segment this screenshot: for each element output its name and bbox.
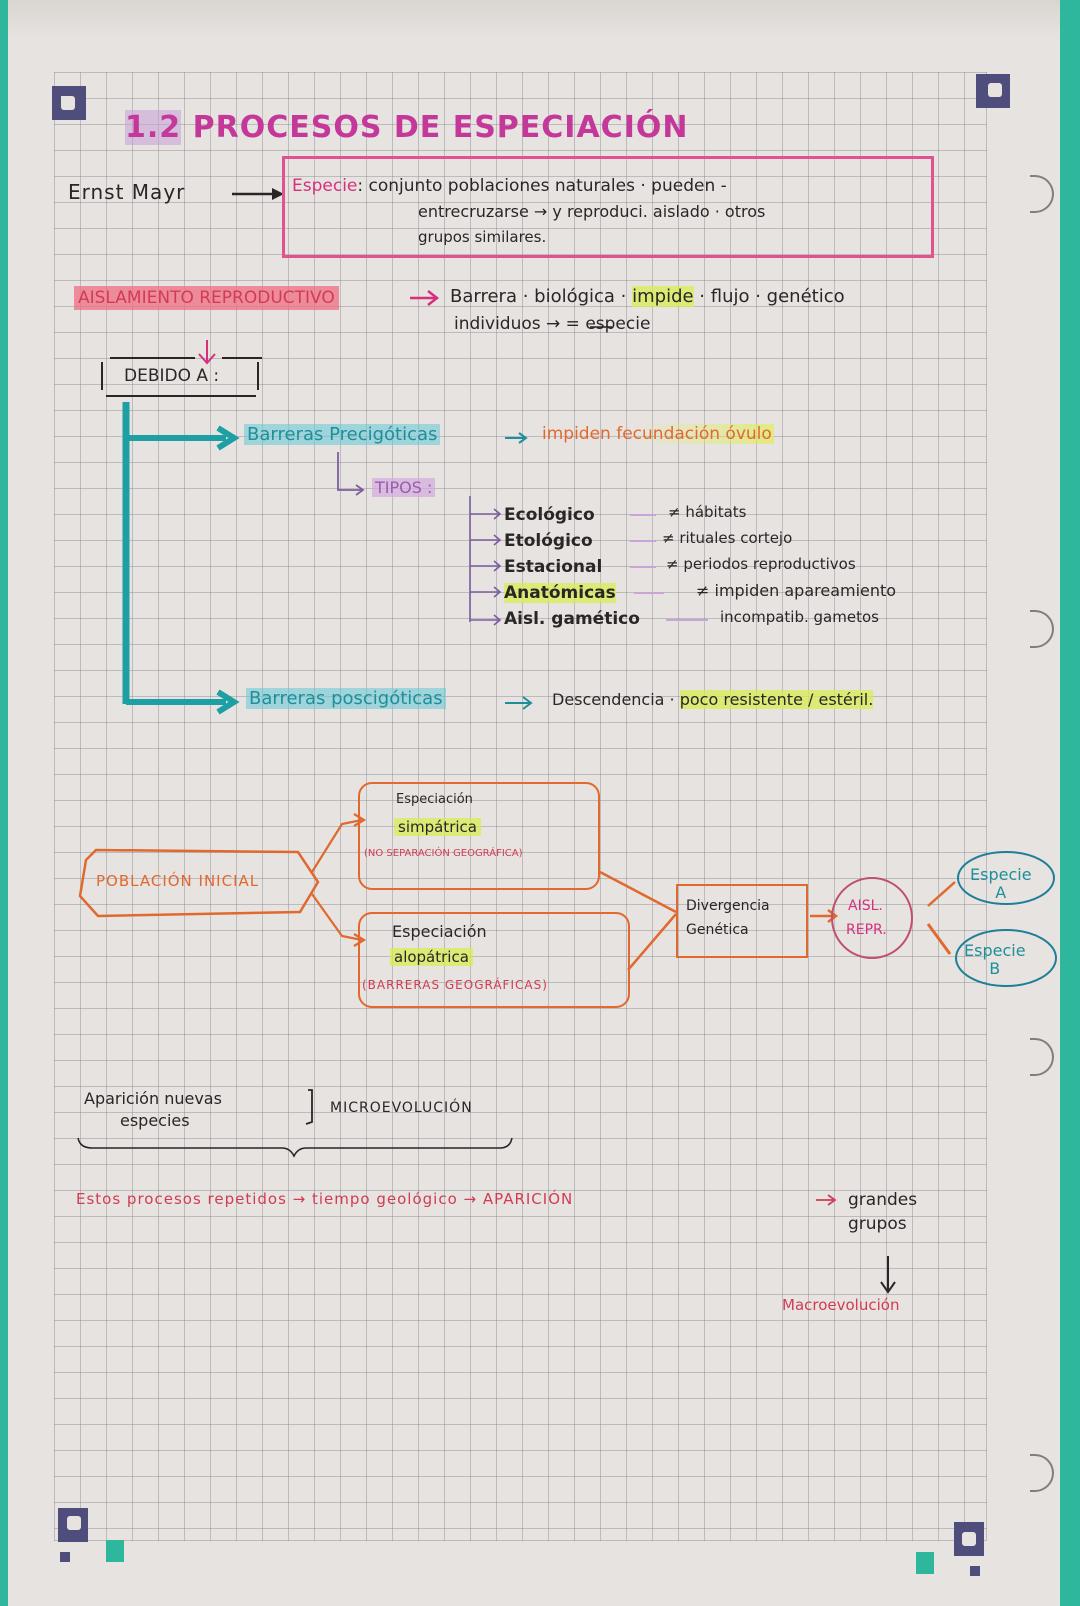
microevolution-label: MICROEVOLUCIÓN [330,1100,473,1116]
new-species-line-2: especies [120,1111,190,1130]
isolation-desc-b: impide [632,286,694,307]
large-groups: grandes grupos [848,1188,917,1236]
page-title: 1.2 PROCESOS DE ESPECIACIÓN [125,110,688,145]
postzygotic-barriers-desc: Descendencia · poco resistente / estéril… [552,690,874,709]
repro-isolation-line-2: REPR. [846,922,887,938]
tipo-anatomicas: Anatómicas [504,580,640,606]
postzygotic-desc-a: Descendencia · [552,690,680,709]
isolation-desc-c: · flujo · genético [693,286,845,307]
macroevolution-label: Macroevolución [782,1296,900,1314]
new-species-line-1: Aparición nuevas [84,1089,222,1108]
tipos-list: Ecológico Etológico Estacional Anatómica… [504,502,640,632]
tipo-anatomicas-text: Anatómicas [504,583,616,603]
large-groups-line-2: grupos [848,1214,907,1234]
tipo-estacional: Estacional [504,557,603,577]
sympatric-line-1: Especiación [396,792,473,807]
repro-isolation-line-1: AISL. [848,898,883,914]
definition-text-1: : conjunto poblaciones naturales · puede… [357,176,727,196]
genetic-divergence-node [676,884,808,958]
corner-marker-bottom-left-icon [58,1508,88,1542]
sympatric-node [358,782,600,890]
large-groups-line-1: grandes [848,1190,918,1210]
allopatric-node [358,912,630,1008]
allopatric-line-3: (BARRERAS GEOGRÁFICAS) [362,978,548,992]
precigotic-barriers-label: Barreras Precigóticas [244,424,441,445]
species-a-line-2: A [995,883,1007,902]
teal-square-icon [916,1552,934,1574]
definition-line-2: entrecruzarse → y reproduci. aislado · o… [418,202,766,221]
species-a-node: Especie A [970,866,1032,902]
title-number: 1.2 [125,110,182,145]
tipo-ecologico: Ecológico [504,505,595,525]
author-name: Ernst Mayr [68,180,186,204]
mini-marker-icon [970,1566,980,1576]
corner-marker-top-left-icon [52,86,86,120]
tipo-estacional-desc: ≠ periodos reproductivos [666,555,856,573]
isolation-desc-line-1: Barrera · biológica · impide · flujo · g… [450,286,845,307]
grid-paper [54,72,987,1541]
isolation-desc-line-2: individuos → = especie [454,314,651,334]
allopatric-line-1: Especiación [392,922,487,941]
species-a-line-1: Especie [970,865,1032,884]
mini-marker-icon [60,1552,70,1562]
species-b-node: Especie B [964,942,1026,978]
tipo-gametico-desc: incompatib. gametos [720,608,879,626]
notebook-page [8,0,1060,1606]
corner-marker-bottom-right-icon [954,1522,984,1556]
page-shadow [8,0,1060,40]
species-b-line-2: B [989,959,1001,978]
species-b-line-1: Especie [964,941,1026,960]
teal-square-icon [106,1540,124,1562]
debido-label: DEBIDO A : [124,366,220,386]
isolation-desc-a: Barrera · biológica · [450,286,633,307]
postzygotic-barriers-label: Barreras poscigóticas [246,688,446,709]
tipo-etologico: Etológico [504,531,593,551]
definition-box [282,156,934,258]
tipo-etologico-desc: ≠ rituales cortejo [662,529,793,547]
sympatric-line-2: simpátrica [394,818,481,836]
postzygotic-desc-b: poco resistente / estéril. [679,690,874,709]
definition-line-1: Especie: conjunto poblaciones naturales … [292,176,727,196]
definition-line-3: grupos similares. [418,228,547,246]
sympatric-line-3: (NO SEPARACIÓN GEOGRÁFICA) [364,848,523,859]
tipos-label: TIPOS : [372,478,436,497]
tipo-ecologico-desc: ≠ hábitats [668,503,747,521]
divergence-line-1: Divergencia [686,898,770,914]
term-especie: Especie [292,176,358,196]
new-species-note: Aparición nuevas especies [84,1088,222,1132]
divergence-line-2: Genética [686,922,749,938]
corner-marker-top-right-icon [976,74,1010,108]
title-text: PROCESOS DE ESPECIACIÓN [192,110,689,145]
precigotic-barriers-desc: impiden fecundación óvulo [540,424,774,444]
allopatric-line-2: alopátrica [390,948,473,966]
initial-population-node: POBLACIÓN INICIAL [96,872,260,890]
isolation-label: AISLAMIENTO REPRODUCTIVO [74,286,339,310]
tipo-gametico: Aisl. gamético [504,609,640,629]
tipo-anatomicas-desc: ≠ impiden apareamiento [696,581,897,600]
macro-sentence: Estos procesos repetidos → tiempo geológ… [76,1190,574,1208]
